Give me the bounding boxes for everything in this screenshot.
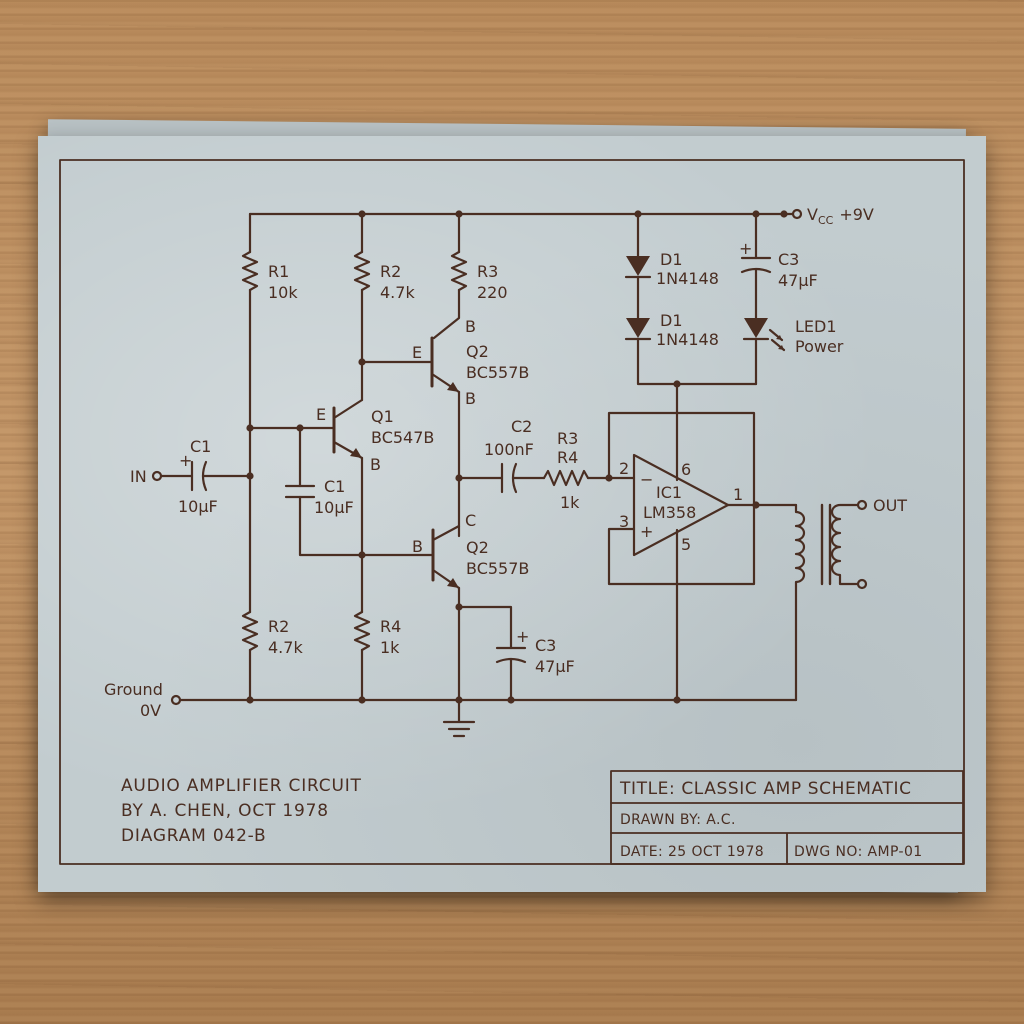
- c1-input-value: 10µF: [178, 497, 218, 516]
- c1-input-ref: C1: [190, 437, 211, 456]
- note-line-3: DIAGRAM 042-B: [121, 826, 266, 846]
- schematic-sheet: [38, 136, 986, 892]
- c2-ref: C2: [511, 417, 532, 436]
- r1-ref: R1: [268, 262, 289, 281]
- q1-ref: Q1: [371, 407, 394, 426]
- q2-upper-pin-e: E: [412, 343, 422, 362]
- r2-top-ref: R2: [380, 262, 401, 281]
- ground-label: Ground: [104, 680, 163, 699]
- r3-top-value: 220: [477, 283, 508, 302]
- ic1-pin-3: 3: [619, 512, 629, 531]
- vcc-terminal[interactable]: [791, 208, 803, 220]
- diode-d1-upper: [624, 256, 652, 279]
- r4-ref: R4: [380, 617, 401, 636]
- r2-bottom-ref: R2: [268, 617, 289, 636]
- ic1-ref: IC1: [656, 483, 682, 502]
- c3-bottom-ref: C3: [535, 636, 556, 655]
- resistor-r2-top: [353, 250, 371, 292]
- c3-top-value: 47µF: [778, 271, 818, 290]
- q1-pin-b: B: [370, 455, 381, 474]
- vcc-symbol: VCC+9V: [807, 205, 874, 227]
- svg-text:+: +: [640, 522, 653, 541]
- opamp-ic1: [632, 453, 730, 557]
- d1-upper-part: 1N4148: [656, 269, 719, 288]
- resistor-r3-r4-series: [542, 469, 590, 487]
- led1-label: Power: [795, 337, 844, 356]
- r2-top-value: 4.7k: [380, 283, 415, 302]
- output-terminal[interactable]: [856, 499, 868, 511]
- r4-value: 1k: [380, 638, 400, 657]
- title-block: [610, 770, 964, 865]
- ic1-part: LM358: [643, 503, 696, 522]
- drawn-by-field: DRAWN BY: A.C.: [620, 812, 736, 828]
- q2-upper-pin-b-top: B: [465, 317, 476, 336]
- ground-terminal[interactable]: [170, 694, 182, 706]
- resistor-r1: [241, 250, 259, 292]
- ground-voltage-label: 0V: [140, 701, 161, 720]
- led-led1: [742, 318, 786, 352]
- r2-bottom-value: 4.7k: [268, 638, 303, 657]
- ground-icon: [442, 698, 476, 738]
- q2-lower-part: BC557B: [466, 559, 529, 578]
- q2-upper-ref: Q2: [466, 342, 489, 361]
- ic1-pin-1: 1: [733, 485, 743, 504]
- q2-upper-pin-b-bottom: B: [465, 389, 476, 408]
- transistor-q2-upper: [430, 336, 461, 394]
- d1-upper-ref: D1: [660, 250, 683, 269]
- q2-lower-ref: Q2: [466, 538, 489, 557]
- c3-top-ref: C3: [778, 250, 799, 269]
- note-line-1: AUDIO AMPLIFIER CIRCUIT: [121, 776, 362, 796]
- svg-text:−: −: [640, 470, 653, 489]
- resistor-r3-top: [450, 250, 468, 292]
- svg-text:+: +: [179, 451, 192, 470]
- d1-lower-ref: D1: [660, 311, 683, 330]
- r1-value: 10k: [268, 283, 298, 302]
- d1-lower-part: 1N4148: [656, 330, 719, 349]
- svg-text:+: +: [739, 239, 752, 258]
- svg-text:+: +: [516, 627, 529, 646]
- ic1-pin-2: 2: [619, 459, 629, 478]
- input-label: IN: [130, 467, 147, 486]
- r4-series-ref: R4: [557, 448, 578, 467]
- date-field: DATE: 25 OCT 1978: [620, 844, 764, 860]
- q2-lower-pin-b: B: [412, 537, 423, 556]
- c3-bottom-value: 47µF: [535, 657, 575, 676]
- resistor-r2-bottom: [241, 610, 259, 652]
- r3-series-ref: R3: [557, 429, 578, 448]
- c1-bias-ref: C1: [324, 477, 345, 496]
- drawing-frame: [59, 159, 965, 865]
- title-field: TITLE: CLASSIC AMP SCHEMATIC: [619, 779, 912, 799]
- q1-part: BC547B: [371, 428, 434, 447]
- capacitor-c1-bias: [284, 484, 316, 499]
- r3-r4-series-value: 1k: [560, 493, 580, 512]
- transistor-q1: [332, 398, 364, 460]
- resistor-r4: [353, 610, 371, 652]
- dwg-no-field: DWG NO: AMP-01: [794, 844, 923, 860]
- q1-pin-e: E: [316, 405, 326, 424]
- transistor-q2-lower: [431, 524, 461, 590]
- ic1-pin-6: 6: [681, 460, 691, 479]
- c1-bias-value: 10µF: [314, 498, 354, 517]
- input-terminal[interactable]: [151, 470, 163, 482]
- diode-d1-lower: [624, 318, 652, 341]
- q2-lower-pin-c: C: [465, 511, 476, 530]
- c2-value: 100nF: [484, 440, 534, 459]
- r3-top-ref: R3: [477, 262, 498, 281]
- q2-upper-part: BC557B: [466, 363, 529, 382]
- output-return-terminal[interactable]: [856, 578, 868, 590]
- note-line-2: BY A. CHEN, OCT 1978: [121, 801, 329, 821]
- ic1-pin-5: 5: [681, 535, 691, 554]
- output-transformer: [794, 503, 860, 702]
- output-label: OUT: [873, 496, 907, 515]
- led1-ref: LED1: [795, 317, 837, 336]
